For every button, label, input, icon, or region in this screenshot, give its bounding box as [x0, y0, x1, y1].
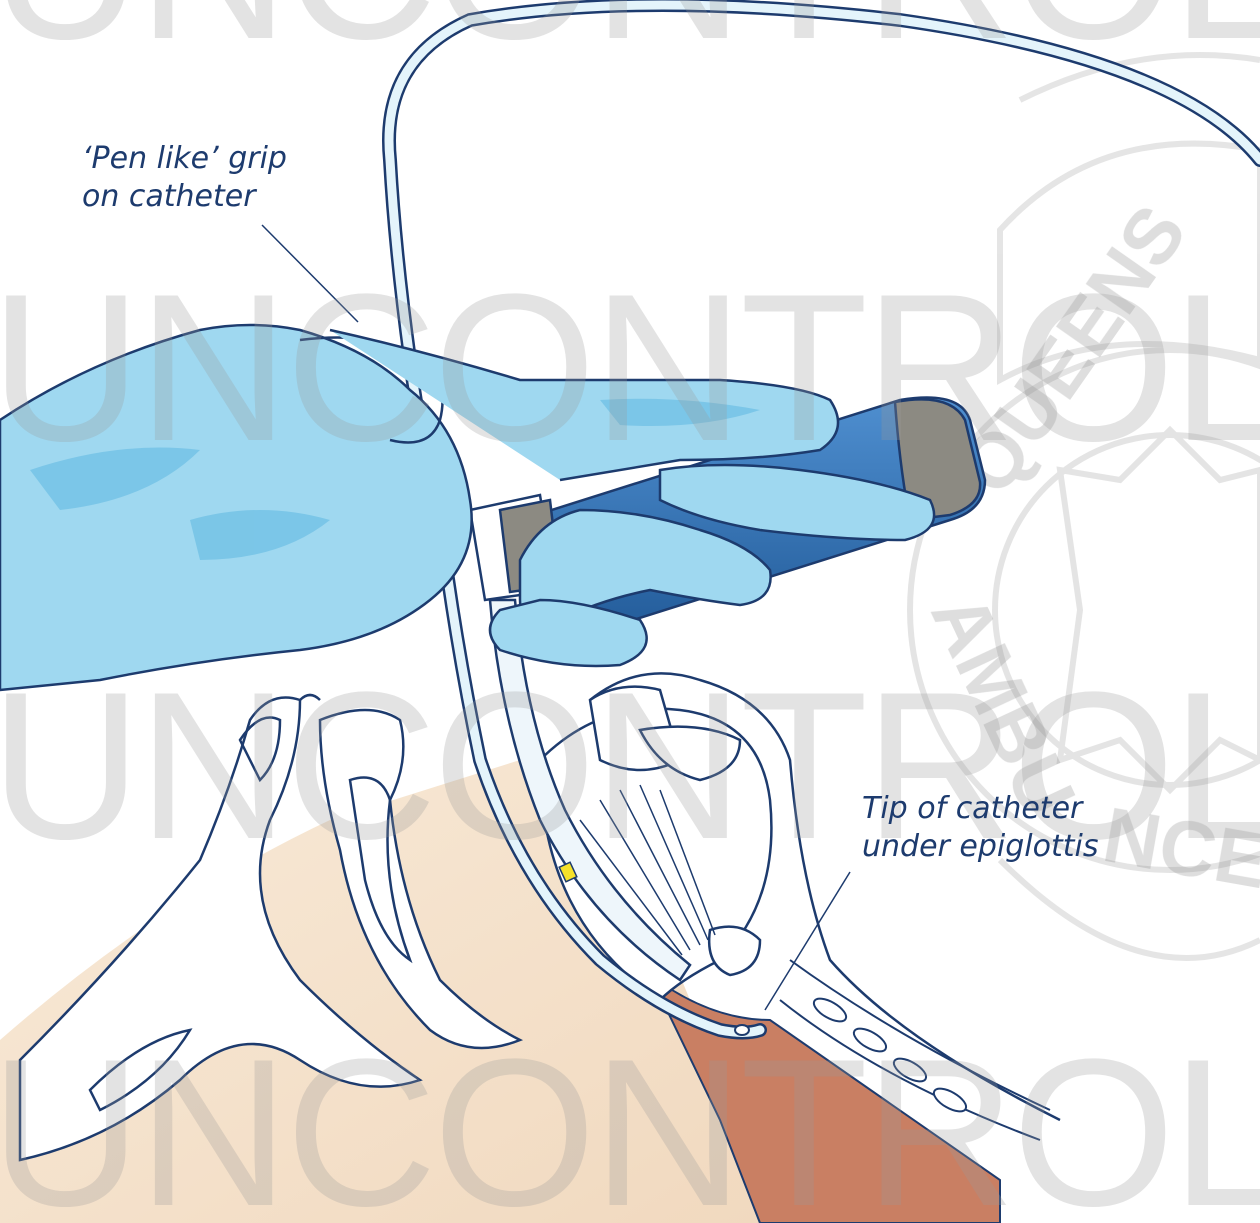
grip-callout-line-2: on catheter — [82, 178, 287, 216]
svg-text:UNCONTROLLED: UNCONTROLLED — [0, 0, 1260, 83]
svg-text:UNCONTROLLED: UNCONTROLLED — [0, 1015, 1260, 1223]
grip-callout: ‘Pen like’ grip on catheter — [82, 140, 287, 216]
tip-callout-line-1: Tip of catheter — [862, 790, 1098, 828]
svg-text:UNCONTROLLED: UNCONTROLLED — [0, 250, 1260, 485]
tip-leader-line — [765, 872, 850, 1010]
tip-callout: Tip of catheter under epiglottis — [862, 790, 1098, 866]
grip-callout-line-1: ‘Pen like’ grip — [82, 140, 287, 178]
tip-callout-line-2: under epiglottis — [862, 828, 1098, 866]
